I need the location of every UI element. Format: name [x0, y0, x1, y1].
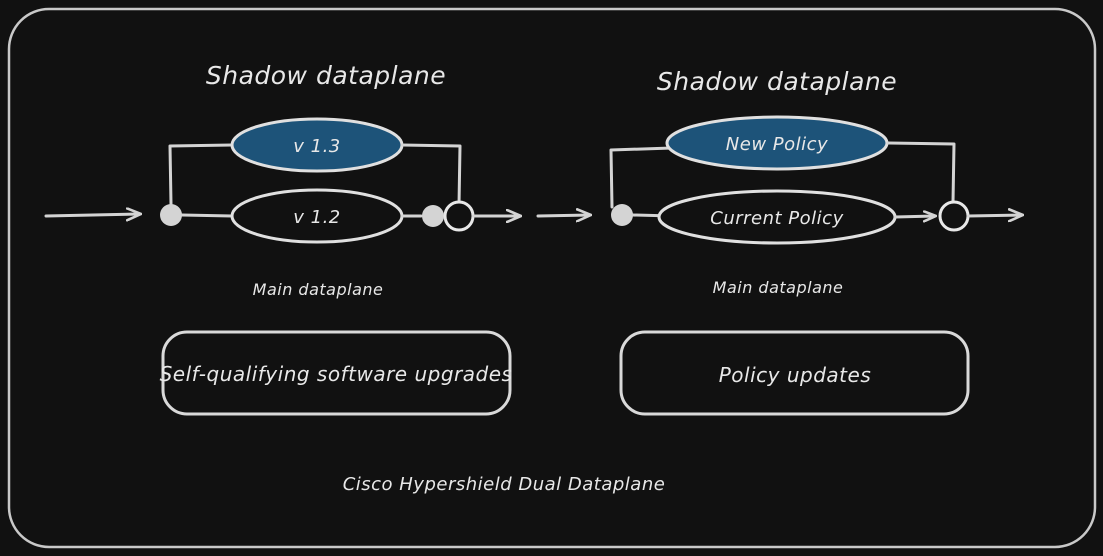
left-merge-dot — [443, 200, 475, 232]
right-outbound-arrow — [966, 215, 1022, 216]
left-main-node-label: v 1.2 — [293, 207, 341, 228]
diagram-caption: Cisco Hypershield Dual Dataplane — [343, 474, 666, 495]
right-shadow-branch-out — [886, 141, 956, 204]
right-main-dataplane-label: Main dataplane — [713, 278, 844, 297]
left-shadow-node-label: v 1.3 — [293, 136, 341, 157]
right-entry-dot — [611, 204, 633, 226]
right-shadow-branch-in — [609, 146, 674, 209]
left-shadow-branch-in — [168, 143, 234, 206]
left-main-line-in — [180, 213, 234, 218]
right-shadow-node-label: New Policy — [726, 134, 828, 155]
right-inbound-arrow — [536, 215, 590, 216]
panel-right-title: Shadow dataplane — [657, 67, 897, 96]
left-feature-box[interactable] — [161, 330, 512, 416]
outer-frame — [7, 7, 1097, 549]
left-inbound-arrow — [44, 214, 140, 216]
left-feature-box-label: Self-qualifying software upgrades — [160, 362, 513, 386]
panel-right: Shadow dataplane New Policy Current Poli… — [536, 67, 1022, 416]
right-feature-box-label: Policy updates — [719, 363, 872, 387]
right-main-node-label: Current Policy — [710, 208, 843, 229]
panel-left: Shadow dataplane v 1.3 v 1.2 — [44, 61, 520, 416]
right-main-line-out — [893, 216, 935, 217]
right-merge-dot — [938, 200, 970, 232]
left-pre-merge-dot — [422, 205, 444, 227]
right-feature-box[interactable] — [619, 330, 970, 416]
left-entry-dot — [160, 204, 182, 226]
left-main-dataplane-label: Main dataplane — [253, 280, 384, 299]
panel-left-title: Shadow dataplane — [206, 61, 446, 90]
left-shadow-branch-out — [400, 143, 462, 207]
